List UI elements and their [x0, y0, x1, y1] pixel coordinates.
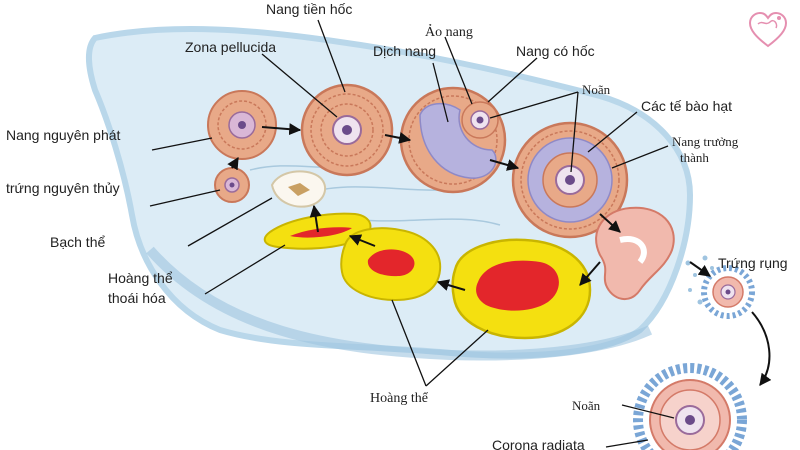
mature-follicle [511, 121, 629, 239]
label-nang-truong-thanh-1: Nang trưởng [672, 134, 739, 149]
label-cac-te-bao-hat: Các tế bào hạt [641, 98, 732, 114]
label-noan-top: Noãn [582, 82, 611, 97]
label-trung-nguyen-thuy: trứng nguyên thủy [6, 180, 120, 196]
label-hoang-the-thoai-hoa-2: thoái hóa [108, 290, 166, 306]
label-corona-radiata: Corona radiata [492, 437, 585, 450]
corpus-luteum-large [451, 238, 592, 340]
released-egg [701, 265, 755, 319]
heart-logo-icon [748, 11, 788, 48]
label-noan-bottom: Noãn [572, 398, 601, 413]
preantral-follicle [300, 83, 394, 177]
ovary-lower-band [146, 246, 653, 361]
label-dich-nang: Dịch nang [373, 43, 436, 59]
label-leader-lines [149, 19, 675, 448]
label-nang-truong-thanh-2: thành [680, 150, 709, 165]
primordial-follicle [214, 167, 250, 203]
primary-follicle [207, 90, 277, 160]
label-trung-rung: Trứng rụng [718, 255, 788, 271]
corpus-albicans [270, 170, 327, 208]
label-bach-the: Bạch thể [50, 234, 105, 250]
label-zona-pellucida: Zona pellucida [185, 39, 276, 55]
label-hoang-the: Hoàng thể [370, 391, 429, 406]
label-hoang-the-thoai-hoa-1: Hoàng thể [108, 270, 173, 286]
label-nang-tien-hoc: Nang tiền hốc [266, 1, 352, 17]
label-nang-nguyen-phat: Nang nguyên phát [6, 127, 121, 143]
stage-flow-arrows [227, 123, 772, 386]
scattered-cells [685, 255, 714, 305]
oocyte-corona-radiata [633, 363, 747, 450]
labels: Nang tiền hốc Ảo nang Zona pellucida Dịc… [6, 1, 788, 450]
label-nang-co-hoc: Nang có hốc [516, 43, 595, 59]
antral-follicle [399, 86, 507, 194]
label-ao-nang: Ảo nang [425, 23, 473, 40]
corpus-luteum-medium [340, 227, 442, 302]
